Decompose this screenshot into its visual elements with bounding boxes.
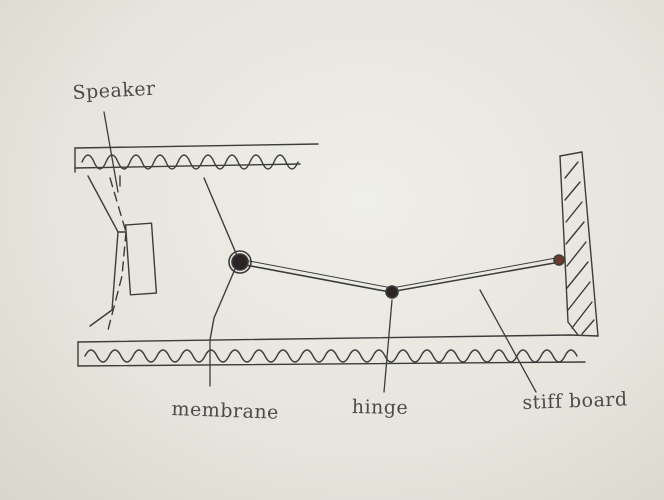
- bottom-board: [77, 334, 599, 367]
- leader-hinge: [383, 299, 393, 393]
- hinge-knot-right: [553, 254, 565, 266]
- leader-speaker: [103, 111, 119, 193]
- hinge-knot-left: [231, 253, 249, 271]
- leader-lines: [103, 111, 537, 393]
- stiff-board-label: stiff board: [522, 388, 628, 414]
- hinge-knot-center: [385, 285, 399, 299]
- stiff-board: [239, 257, 561, 293]
- leader-stiff-board: [479, 289, 537, 393]
- hinge-label: hinge: [351, 396, 409, 419]
- membrane-label: membrane: [171, 398, 280, 424]
- hinge-points: [228, 250, 565, 299]
- membrane: [203, 177, 239, 341]
- right-wall: [559, 151, 599, 337]
- top-board: [74, 143, 319, 173]
- speaker-label: Speaker: [72, 77, 157, 104]
- speaker: [87, 175, 158, 331]
